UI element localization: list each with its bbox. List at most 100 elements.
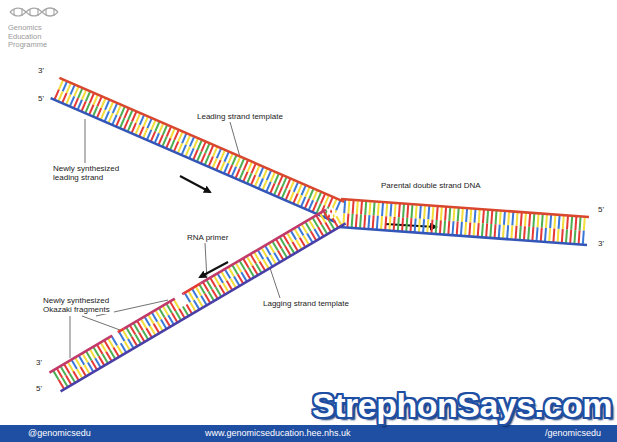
base-pair	[63, 81, 67, 91]
base-pair	[78, 100, 82, 110]
base-pair	[466, 208, 467, 222]
backbone	[182, 292, 183, 295]
base-pair	[580, 216, 581, 230]
base-pair	[259, 178, 263, 188]
base-pair	[143, 128, 147, 138]
base-pair	[147, 130, 151, 140]
base-pair	[97, 108, 101, 118]
base-pair	[584, 217, 585, 231]
base-pair	[70, 85, 74, 95]
base-pair	[452, 221, 453, 235]
base-pair	[520, 226, 521, 240]
base-pair	[109, 101, 113, 111]
strand-label: Lagging strand template	[262, 299, 350, 308]
base-pair	[213, 147, 217, 157]
base-pair	[67, 83, 71, 93]
base-pair	[377, 216, 378, 230]
base-pair	[507, 225, 508, 239]
base-pair	[235, 168, 239, 178]
base-pair	[267, 170, 271, 180]
base-pair	[432, 206, 433, 220]
base-pair	[66, 95, 70, 105]
base-pair	[201, 142, 205, 152]
base-pair	[570, 230, 571, 244]
base-pair	[490, 224, 491, 238]
base-pair	[532, 227, 533, 241]
direction-arrows	[180, 176, 436, 277]
base-pair	[205, 143, 209, 153]
base-pair	[336, 200, 340, 210]
fragment-label: Newly synthesized Okazaki fragments	[42, 296, 114, 314]
base-pair	[205, 155, 209, 165]
base-pair	[155, 133, 159, 143]
base-pair	[473, 223, 474, 237]
base-pair	[159, 123, 163, 133]
base-pair	[259, 167, 263, 177]
base-pair	[236, 157, 240, 167]
base-pair	[186, 135, 190, 145]
base-pair	[428, 205, 429, 219]
leader-lines	[70, 119, 280, 358]
footer-url: www.genomicseducation.hee.nhs.uk	[205, 428, 351, 439]
base-pair	[224, 163, 228, 173]
base-pair	[403, 204, 404, 218]
end-label: 3'	[38, 66, 44, 75]
base-pair	[270, 184, 274, 194]
base-pair	[247, 173, 251, 183]
base-pair	[378, 202, 379, 216]
base-pair	[86, 91, 90, 101]
base-pair	[332, 199, 336, 209]
backbone	[339, 227, 587, 245]
base-pair	[221, 150, 225, 160]
base-pair	[275, 173, 279, 183]
base-pair	[390, 203, 391, 217]
base-pair	[136, 113, 140, 123]
base-pair	[251, 163, 255, 173]
base-pair	[94, 95, 98, 105]
base-pair	[271, 172, 275, 182]
primer-label: RNA primer	[186, 233, 229, 242]
base-pair	[410, 218, 411, 232]
base-pair	[449, 207, 450, 221]
base-pair	[368, 215, 369, 229]
base-pair	[85, 103, 89, 113]
base-pair	[305, 199, 309, 209]
base-pair	[124, 120, 128, 130]
base-pair	[562, 229, 563, 243]
base-pair	[313, 190, 317, 200]
base-pair	[190, 137, 194, 147]
base-pair	[54, 90, 58, 100]
end-label: 3'	[36, 358, 42, 367]
base-pair	[508, 211, 509, 225]
base-pair	[194, 138, 198, 148]
base-pair	[97, 96, 101, 106]
base-pair	[344, 199, 345, 213]
footer-handle: /genomicsedu	[545, 428, 601, 439]
base-pair	[120, 106, 124, 116]
base-pair	[82, 90, 86, 100]
base-pair	[62, 93, 66, 103]
base-pair	[89, 105, 93, 115]
base-pair	[475, 209, 476, 223]
base-pair	[402, 218, 403, 232]
watermark: StrephonSays.com	[312, 386, 612, 424]
base-pair	[140, 115, 144, 125]
base-pair	[542, 214, 543, 228]
base-pair	[209, 145, 213, 155]
base-pair	[105, 100, 109, 110]
base-pair	[427, 219, 428, 233]
base-pair	[317, 192, 321, 202]
base-pair	[108, 113, 112, 123]
base-pair	[135, 125, 139, 135]
base-pair	[182, 145, 186, 155]
base-pair	[113, 103, 117, 113]
base-pair	[255, 165, 259, 175]
base-pair	[309, 189, 313, 199]
base-pair	[495, 224, 496, 238]
base-pair	[217, 148, 221, 158]
base-pair	[537, 227, 538, 241]
base-pair	[101, 98, 105, 108]
base-pair	[529, 213, 530, 227]
base-pair	[128, 110, 132, 120]
base-pair	[448, 221, 449, 235]
